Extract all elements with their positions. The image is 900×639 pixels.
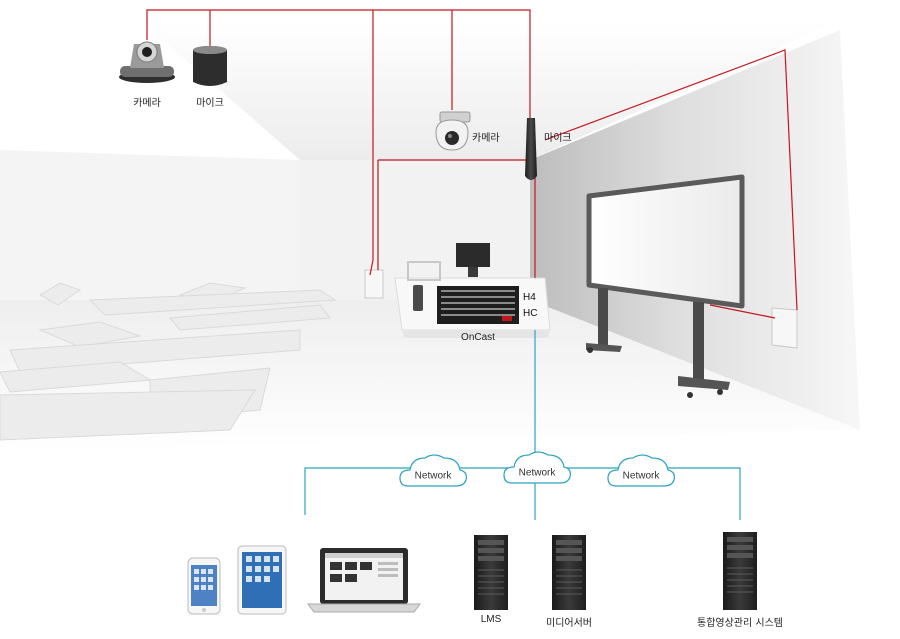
network-label-2: Network [518,467,556,479]
electronic-whiteboard [586,174,745,398]
left-wall [0,150,300,320]
ptz-camera-left [119,41,175,83]
dome-camera-ceiling [435,111,471,151]
network-cloud-1 [399,454,467,487]
wall-panel-left [364,269,384,299]
monitor [456,243,490,267]
encoder-tag-top: H4 [523,292,536,303]
camera-left-label: 카메라 [133,98,161,109]
server-integrated [723,532,757,610]
av-connection-lines [146,9,798,319]
server-integrated-label: 통합영상관리 시스템 [697,618,783,629]
student-desks [0,282,337,441]
network-cloud-3 [607,454,675,487]
ceiling [140,20,840,160]
laptop [307,548,421,613]
mic-left [193,46,227,86]
server-media-label: 미디어서버 [546,618,592,629]
mic-left-label: 마이크 [196,98,224,109]
server-lms-label: LMS [480,614,502,625]
hanging-mic [525,118,537,180]
classroom-room [0,20,860,450]
tablet [237,545,287,615]
network-cloud-2 [503,451,571,484]
mic-ceiling-label: 마이크 [544,133,572,144]
encoder-name: OnCast [461,332,495,343]
server-media [552,535,586,610]
camera-ceiling-label: 카메라 [472,133,500,144]
oncast-encoder [437,286,519,324]
smartphone [187,557,221,615]
encoder-tag-bottom: HC [523,308,538,319]
network-label-3: Network [622,470,660,482]
network-label-1: Network [414,470,452,482]
wall-panel-right [771,307,798,349]
server-lms [474,535,508,610]
